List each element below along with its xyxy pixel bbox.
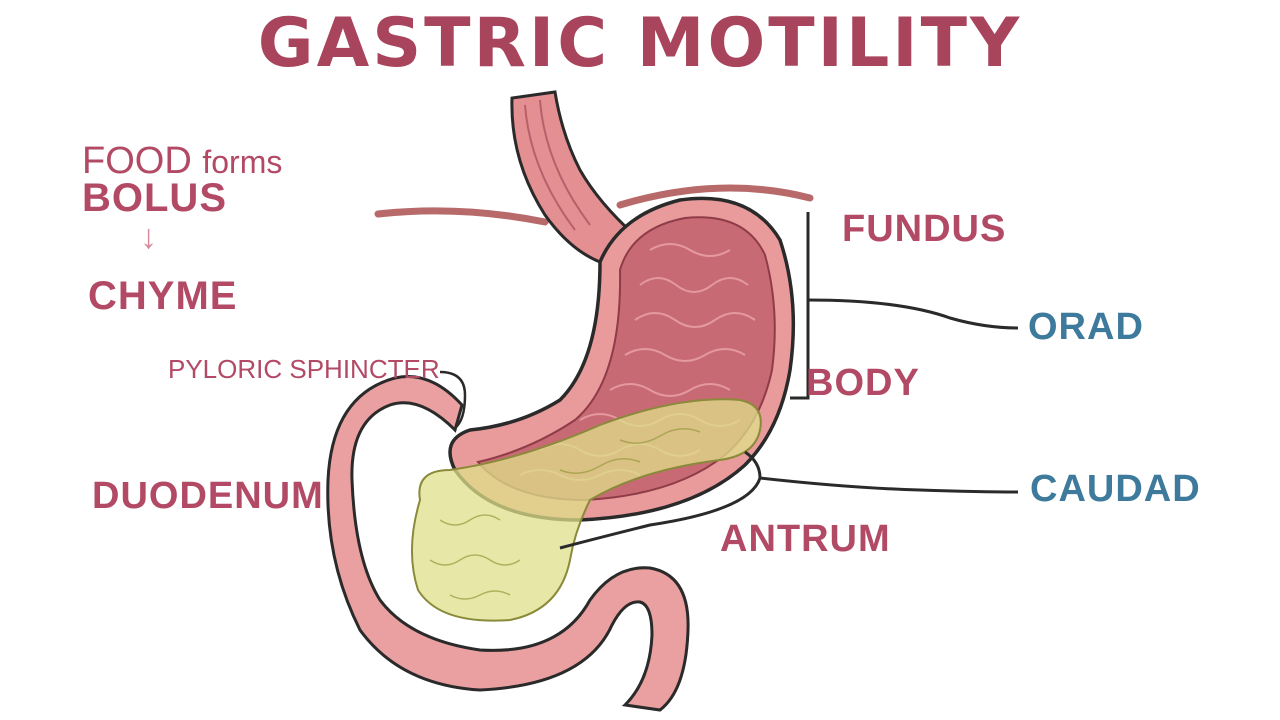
chyme-label: CHYME xyxy=(88,274,238,318)
food-word: FOOD xyxy=(82,140,192,182)
diaphragm-right xyxy=(616,184,814,209)
caudad-label: CAUDAD xyxy=(1030,468,1201,510)
body-label: BODY xyxy=(806,362,920,404)
fundus-label: FUNDUS xyxy=(842,208,1007,250)
food-forms-note: FOOD forms xyxy=(82,140,282,183)
antrum-bracket xyxy=(559,450,762,550)
duodenum-shape xyxy=(326,375,690,712)
page-title: GASTRIC MOTILITY xyxy=(257,4,1023,83)
pyloric-sphincter-label: PYLORIC SPHINCTER xyxy=(168,354,440,384)
orad-label: ORAD xyxy=(1028,306,1144,348)
forms-word: forms xyxy=(202,144,283,180)
caudad-connector xyxy=(759,476,1019,494)
orad-connector xyxy=(807,298,1019,330)
fundus-body-bracket xyxy=(790,212,810,400)
diaphragm-left xyxy=(374,207,549,226)
pyloric-leader xyxy=(439,370,467,429)
antrum-label: ANTRUM xyxy=(720,518,891,560)
down-arrow-icon: ↓ xyxy=(140,218,157,256)
pancreas-lobules xyxy=(429,428,701,600)
duodenum-label: DUODENUM xyxy=(92,475,324,517)
bolus-label: BOLUS xyxy=(82,176,227,220)
pancreas-shape xyxy=(411,398,762,622)
